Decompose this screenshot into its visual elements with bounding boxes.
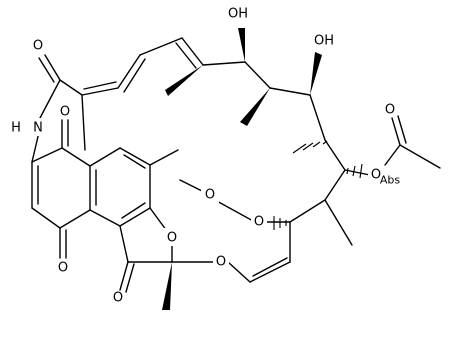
stereo-hashes (273, 140, 363, 230)
bond-oether-vinyl (227, 261, 251, 283)
bg-oh-top (226, 5, 250, 23)
bond-diene-3 (181, 37, 204, 66)
bond-ar-1 (89, 147, 121, 167)
bond-vinyl (249, 261, 291, 283)
hash-1c (302, 142, 314, 151)
label-o-furanone-ring: O (167, 231, 177, 246)
label-o-quinone-top: O (60, 105, 70, 120)
bond-ar-4-double (121, 202, 146, 219)
hash-1b (312, 141, 321, 148)
bg-n (30, 118, 46, 136)
bond-q-5 (61, 147, 91, 167)
label-o-ether-mid: O (254, 215, 264, 230)
label-n: N (33, 121, 43, 136)
bond-q-6 (31, 147, 63, 163)
label-nh-h: H (11, 121, 21, 136)
bond-q-3 (59, 209, 91, 229)
label-o-enol-ether: O (216, 255, 226, 270)
bond-chain-r5 (269, 87, 311, 96)
bond-chain-r4 (309, 94, 326, 141)
bond-alpha-methyl (81, 94, 86, 151)
bg-o-enol (213, 253, 229, 271)
bond-lactam-n (39, 79, 61, 119)
bg-o-meo (201, 186, 219, 204)
label-o-acetoxy: O (371, 168, 381, 183)
label-o-quinone-bottom: O (58, 261, 68, 276)
bond-chain-r6 (244, 61, 271, 89)
bond-chain-r3 (324, 139, 346, 171)
wedge-oh-top (238, 28, 245, 62)
bond-ar-5 (89, 209, 121, 227)
bond-diene-2 (139, 37, 183, 56)
bond-acetyl-co (391, 117, 401, 146)
label-o-acetyl-carbonyl: O (385, 103, 395, 118)
bg-oh-right (312, 32, 336, 50)
bond-acetyl-co-double (397, 115, 407, 144)
atom-labels: OH OH H N O O O O O O O O O O Abs (11, 5, 400, 306)
bond-q-2 (31, 207, 61, 229)
bond-lactam-o (44, 54, 61, 81)
label-o-methoxy: O (205, 188, 215, 203)
label-oh-top: OH (228, 7, 248, 22)
hash-1a (322, 140, 328, 145)
label-o-lactam: O (33, 39, 43, 54)
bond-furan-co-double (125, 263, 135, 293)
bg-o-acetoxy (368, 166, 384, 184)
bonds (31, 37, 441, 293)
bond-lactam-co (59, 79, 83, 96)
bond-ar-methyl (149, 149, 179, 166)
wedge-methyl-furanone (162, 262, 172, 310)
wedge-methyl-top (165, 65, 203, 96)
hash-2c (359, 163, 363, 179)
bond-furan-co (119, 261, 129, 291)
bond-chain-r2 (324, 169, 346, 201)
bg-o-mid (251, 213, 267, 231)
bond-ar-4 (119, 207, 151, 227)
bond-methyl-lower (324, 199, 353, 246)
label-oh-right: OH (314, 34, 334, 49)
bond-ar-2-double (123, 154, 146, 169)
bond-acetyl-c (384, 144, 401, 166)
bg-o-fur (164, 228, 180, 246)
wedge-oh-right (310, 52, 322, 95)
hash-2b (352, 165, 356, 177)
bond-ar-2 (119, 147, 151, 166)
bond-diene-1 (117, 54, 141, 89)
bond-diene-1-double (123, 58, 146, 93)
bond-lactam-o-double (38, 57, 55, 83)
bond-exo-alkene (81, 87, 119, 96)
bond-furan-c (119, 225, 129, 263)
bond-ether-ch2 (214, 199, 256, 223)
hash-1d (292, 143, 307, 154)
bond-diene-3-double (175, 42, 197, 69)
bond-exo-alkene-double (83, 81, 117, 90)
bond-acetoxy-o (344, 169, 371, 176)
label-abs: Abs (380, 174, 401, 187)
bond-chain-r1 (289, 199, 326, 223)
bond-acetyl-ch3 (399, 144, 441, 169)
label-o-furanone-carbonyl: O (113, 291, 123, 306)
wedge-methyl-mid (240, 88, 270, 126)
stereo-wedges (162, 28, 322, 310)
hash-2a (346, 167, 349, 175)
bond-vinyl-double (252, 257, 288, 277)
bond-chain-r7 (202, 61, 246, 66)
